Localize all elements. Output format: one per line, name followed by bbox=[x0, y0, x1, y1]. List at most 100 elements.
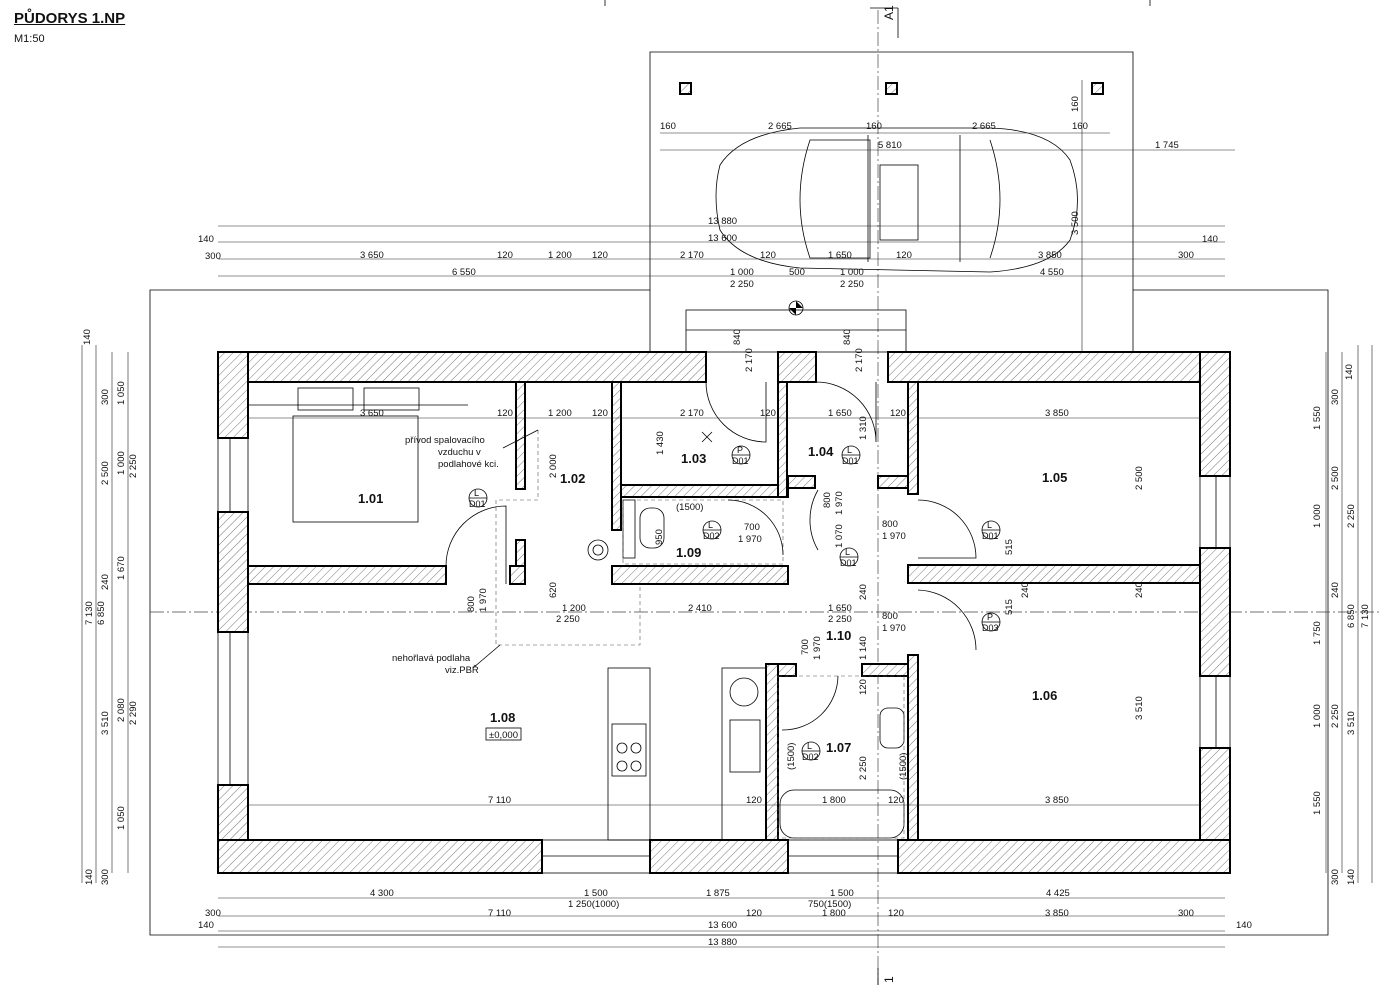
dim: 2 170 bbox=[744, 348, 755, 372]
dims-right: 140 300 1 550 2 500 1 000 2 250 240 1 75… bbox=[1312, 345, 1373, 885]
door-tag: D02 bbox=[802, 752, 819, 762]
dim: 800 bbox=[882, 519, 898, 530]
dim: 300 bbox=[1178, 908, 1194, 919]
dim: 140 bbox=[84, 869, 95, 885]
dim: 120 bbox=[760, 408, 776, 419]
dim: 1 800 bbox=[822, 795, 846, 806]
dim: 160 bbox=[866, 121, 882, 132]
dim: 120 bbox=[746, 795, 762, 806]
door-swings bbox=[445, 381, 977, 731]
dim: 7 110 bbox=[488, 795, 511, 806]
dim: 800 bbox=[882, 611, 898, 622]
dim: 1 970 bbox=[882, 623, 906, 634]
dim: 3 510 bbox=[100, 711, 111, 735]
door-tag: L bbox=[845, 547, 850, 557]
dim: 1 650 bbox=[828, 408, 852, 419]
dim: 2 080 bbox=[116, 698, 127, 722]
dim: 13 600 bbox=[708, 920, 737, 931]
door-tag: L bbox=[847, 445, 852, 455]
dim: 700 bbox=[744, 522, 760, 533]
dim: 2 250 bbox=[556, 614, 580, 625]
dim: 120 bbox=[858, 679, 869, 695]
dim: 6 850 bbox=[96, 601, 107, 625]
dim: 160 bbox=[1070, 96, 1081, 112]
section-label-bottom: 1 bbox=[882, 976, 896, 983]
room-label: 1.10 bbox=[826, 628, 851, 643]
dim: 120 bbox=[592, 408, 608, 419]
dim: 300 bbox=[100, 389, 111, 405]
dim: 1 000 bbox=[840, 267, 864, 278]
dim: 120 bbox=[746, 908, 762, 919]
door-tag: L bbox=[987, 520, 992, 530]
dim: 120 bbox=[592, 250, 608, 261]
dim: 7 130 bbox=[84, 601, 95, 625]
dim: (1500) bbox=[898, 753, 909, 780]
dim: 1 650 bbox=[828, 250, 852, 261]
room-labels: 1.01 1.02 1.03 1.04 1.05 1.06 1.07 1.08 … bbox=[358, 444, 1067, 755]
dim: (1500) bbox=[676, 502, 703, 513]
dim: 1 000 bbox=[1312, 704, 1323, 728]
dim: 1 000 bbox=[1312, 504, 1323, 528]
section-mark-bottom: 1 bbox=[877, 968, 896, 985]
dim: 140 bbox=[1202, 234, 1218, 245]
dim: 1 650 bbox=[828, 603, 852, 614]
dim: 1 745 bbox=[1155, 140, 1179, 151]
level-mark: ±0,000 bbox=[489, 730, 518, 741]
dim: 515 bbox=[1004, 599, 1015, 615]
dim: 300 bbox=[1330, 869, 1341, 885]
dims-bottom: 4 300 1 500 1 875 1 500 4 425 1 250(1000… bbox=[198, 888, 1252, 948]
dim: 4 425 bbox=[1046, 888, 1070, 899]
dim: 300 bbox=[205, 251, 221, 262]
dim: 140 bbox=[1346, 869, 1357, 885]
dim: 700 bbox=[800, 639, 811, 655]
dim: 300 bbox=[100, 869, 111, 885]
dim: 2 250 bbox=[1346, 504, 1357, 528]
dim: 140 bbox=[198, 234, 214, 245]
dim: 140 bbox=[1344, 364, 1355, 380]
drawing-scale: M1:50 bbox=[14, 33, 45, 45]
dim: 1 050 bbox=[116, 381, 127, 405]
dim: 1 430 bbox=[655, 431, 666, 455]
dim: 1 970 bbox=[812, 636, 823, 660]
dim: 950 bbox=[654, 529, 665, 545]
room-label: 1.03 bbox=[681, 451, 706, 466]
dim: 3 510 bbox=[1134, 696, 1145, 720]
dim: 6 550 bbox=[452, 267, 476, 278]
dim: 1 750 bbox=[1312, 621, 1323, 645]
dim: 515 bbox=[1004, 539, 1015, 555]
room-label: 1.01 bbox=[358, 491, 383, 506]
dim: 1 670 bbox=[116, 556, 127, 580]
dim: 160 bbox=[1072, 121, 1088, 132]
door-tags: L D01 P D01 L D01 L D02 L D01 L D01 P D0… bbox=[468, 445, 1001, 762]
interior-walls bbox=[247, 381, 1201, 841]
dim: 140 bbox=[1236, 920, 1252, 931]
dim: 620 bbox=[548, 582, 559, 598]
dim: 2 250 bbox=[858, 756, 869, 780]
dim: 3 650 bbox=[360, 408, 384, 419]
dim: 2 000 bbox=[548, 454, 559, 478]
dim: 800 bbox=[822, 492, 833, 508]
door-tag: P bbox=[987, 612, 993, 622]
dim: 3 510 bbox=[1346, 711, 1357, 735]
dim: 1 875 bbox=[706, 888, 730, 899]
door-tag: D01 bbox=[469, 499, 486, 509]
parking-posts bbox=[679, 82, 1104, 95]
dim: 3 850 bbox=[1038, 250, 1062, 261]
dim: 300 bbox=[205, 908, 221, 919]
dim: 240 bbox=[100, 574, 111, 590]
dim: 2 500 bbox=[100, 461, 111, 485]
dim: 3 850 bbox=[1045, 795, 1069, 806]
dim: 1 310 bbox=[858, 416, 869, 440]
dim: 140 bbox=[82, 329, 93, 345]
dim: 120 bbox=[896, 250, 912, 261]
door-tag: L bbox=[708, 520, 713, 530]
dim: 2 250 bbox=[730, 279, 754, 290]
dim: 2 250 bbox=[1330, 704, 1341, 728]
dim: 1 550 bbox=[1312, 791, 1323, 815]
dim: 4 550 bbox=[1040, 267, 1064, 278]
room-label: 1.02 bbox=[560, 471, 585, 486]
dim: 6 850 bbox=[1346, 604, 1357, 628]
dim: 2 500 bbox=[1330, 466, 1341, 490]
dim: 240 bbox=[1330, 582, 1341, 598]
